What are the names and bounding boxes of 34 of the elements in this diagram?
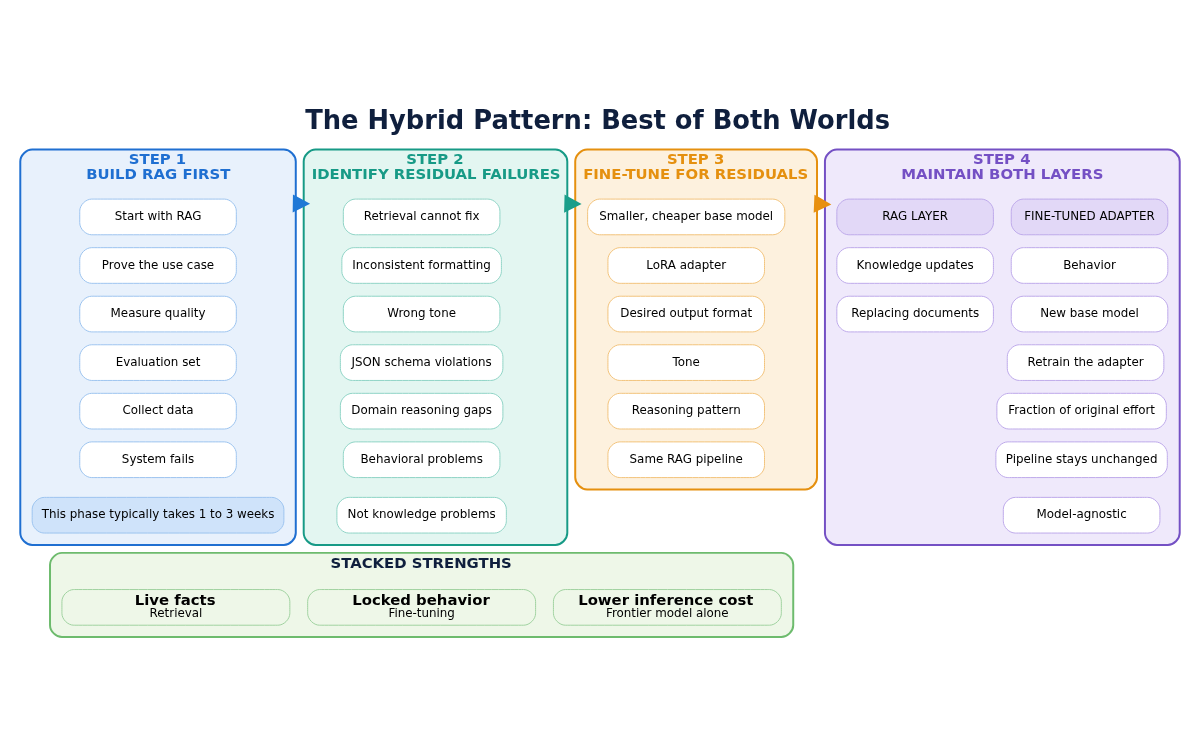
node-box: Not knowledge problems [336,496,507,534]
node-box: FINE-TUNED ADAPTER [1010,198,1169,236]
node-box: Tone [607,344,765,381]
node-box: This phase typically takes 1 to 3 weeks [31,496,285,534]
node-box: RAG LAYER [836,198,994,236]
node-box: JSON schema violations [339,344,504,381]
node-box: Model-agnostic [1002,496,1161,534]
node-box: Live facts Retrieval [61,589,291,626]
node-box: Domain reasoning gaps [339,392,504,430]
diagram-title: The Hybrid Pattern: Best of Both Worlds [305,104,891,135]
node-box: Locked behavior Fine-tuning [307,589,537,626]
node-box: System fails [79,441,237,479]
node-box: Behavior [1010,247,1169,284]
node-box: Reasoning pattern [607,392,765,430]
node-box: Knowledge updates [836,247,994,284]
node-box: Lower inference cost Frontier model alone [552,589,782,626]
node-box: Replacing documents [836,295,994,333]
node-box: Fraction of original effort [996,392,1167,430]
node-box: Retrieval cannot fix [342,198,501,236]
node-box: Same RAG pipeline [607,441,765,479]
node-box: Pipeline stays unchanged [995,441,1168,479]
node-box: Prove the use case [79,247,237,284]
node-box: Start with RAG [79,198,237,236]
node-box: Desired output format [607,295,765,333]
node-box: Behavioral problems [342,441,501,479]
node-box: Evaluation set [79,344,237,381]
node-box: Measure quality [79,295,237,333]
node-box: Smaller, cheaper base model [587,198,786,236]
node-box: Collect data [79,392,237,430]
node-box: New base model [1010,295,1169,333]
node-box: Retrain the adapter [1006,344,1165,381]
node-box: Wrong tone [342,295,501,333]
node-box: Inconsistent formatting [341,247,502,284]
node-box: LoRA adapter [607,247,765,284]
